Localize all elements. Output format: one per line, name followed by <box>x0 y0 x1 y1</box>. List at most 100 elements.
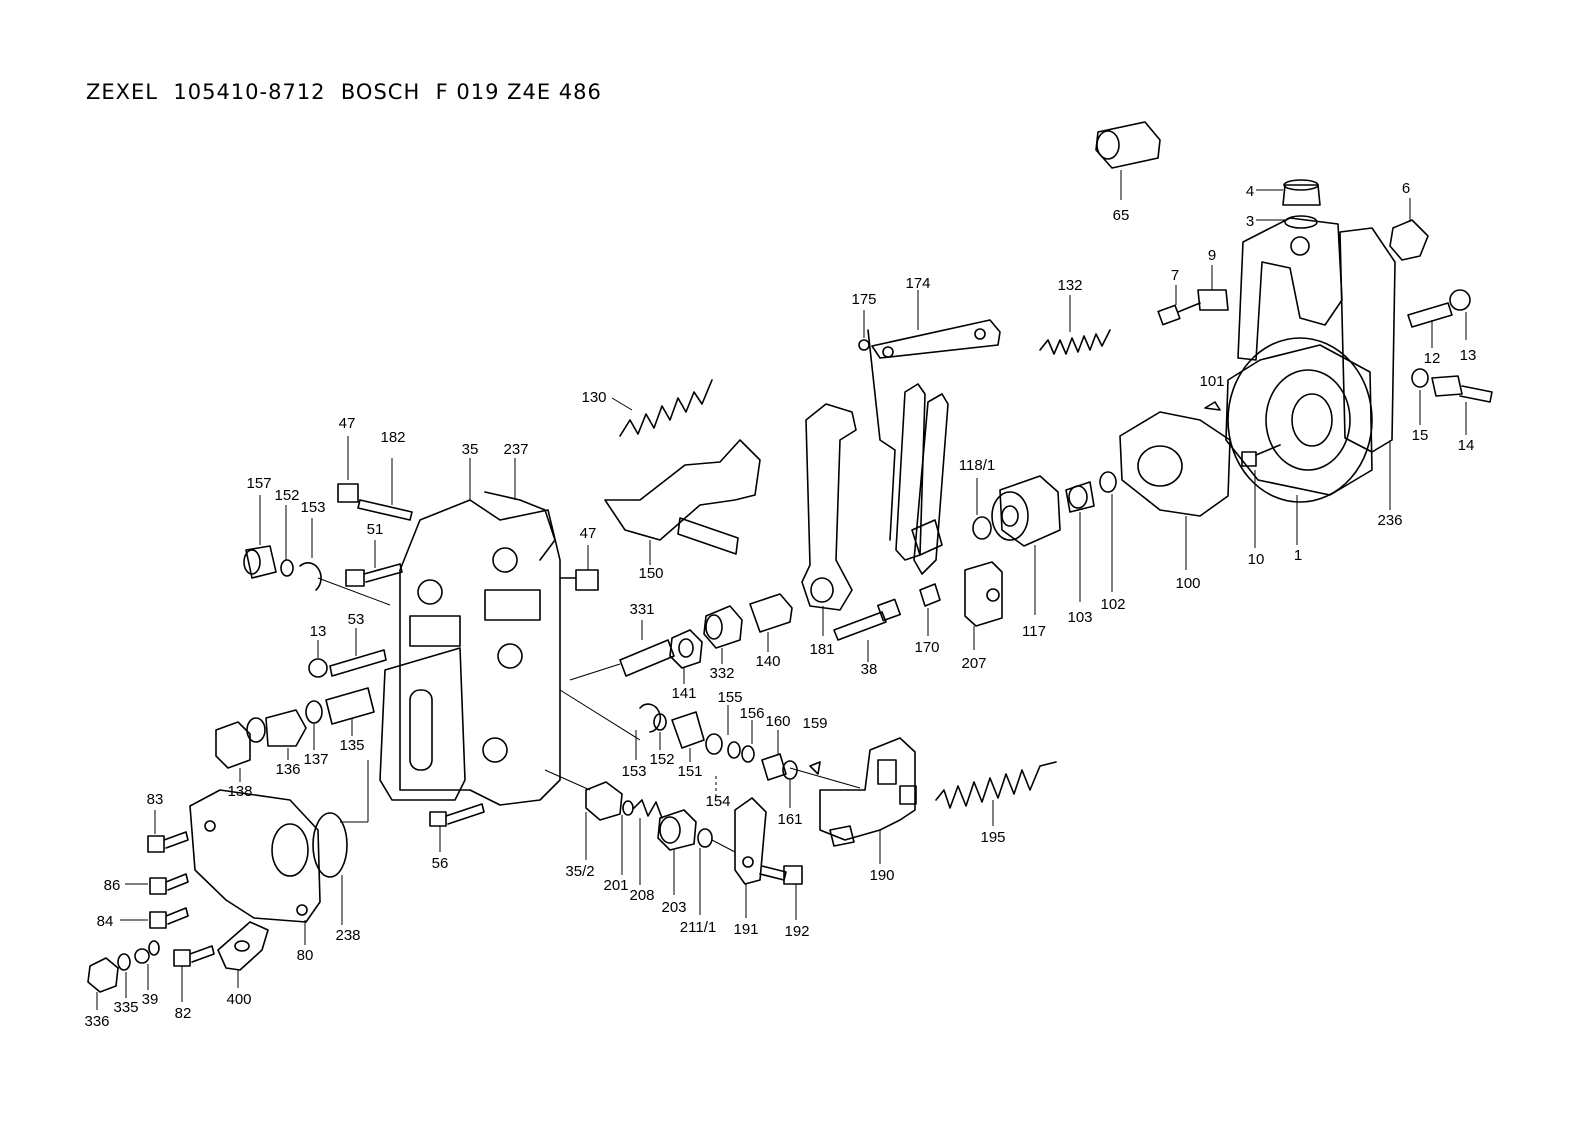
part-53-screw <box>329 628 387 677</box>
part-101-key <box>1204 401 1221 411</box>
callout-332: 332 <box>709 665 734 682</box>
part-331-adjust-screw <box>569 620 675 681</box>
part-159-pin <box>809 761 821 775</box>
callout-80: 80 <box>297 947 314 964</box>
part-153-clip-b <box>635 703 662 760</box>
part-7-bolt <box>1157 285 1201 326</box>
callout-207: 207 <box>961 655 986 672</box>
callout-39: 39 <box>142 991 159 1008</box>
callout-103: 103 <box>1067 609 1092 626</box>
part-80-end-cover <box>189 789 321 945</box>
callout-155: 155 <box>717 689 742 706</box>
callout-137: 137 <box>303 751 328 768</box>
part-130-spring <box>611 379 713 437</box>
part-14-stud <box>1431 375 1493 435</box>
callout-13-a: 13 <box>1460 347 1477 364</box>
part-47-bolt-b <box>559 545 599 591</box>
part-191-lever-plate <box>734 797 767 918</box>
callout-190: 190 <box>869 867 894 884</box>
part-152-ring-b <box>653 713 667 750</box>
callout-157: 157 <box>246 475 271 492</box>
part-238-o-ring <box>312 812 348 925</box>
callout-237: 237 <box>503 441 528 458</box>
part-160-spacer <box>761 730 787 781</box>
callout-83: 83 <box>147 791 164 808</box>
part-181-lever <box>801 329 896 636</box>
part-1-governor-housing <box>1225 217 1396 545</box>
part-207-block <box>964 561 1003 650</box>
part-400-bracket <box>217 921 269 988</box>
callout-153-b: 153 <box>621 763 646 780</box>
callout-160: 160 <box>765 713 790 730</box>
part-15-washer <box>1411 368 1429 425</box>
part-332-nut <box>703 605 743 664</box>
part-35-2-fitting <box>585 781 623 860</box>
part-4-plug <box>1256 179 1321 229</box>
callout-84: 84 <box>97 913 114 930</box>
part-203-valve <box>657 809 697 895</box>
callout-331: 331 <box>629 601 654 618</box>
callout-191: 191 <box>733 921 758 938</box>
callout-195: 195 <box>980 829 1005 846</box>
part-151-sleeve <box>671 711 705 762</box>
part-156-washer <box>727 720 755 763</box>
callout-135: 135 <box>339 737 364 754</box>
part-13-nut-a <box>1449 289 1471 340</box>
callout-138: 138 <box>227 783 252 800</box>
part-136-nut <box>246 709 307 760</box>
callout-181: 181 <box>809 641 834 658</box>
part-47-bolt-a <box>337 436 359 503</box>
part-138-cap-nut <box>215 721 251 782</box>
callout-13-b: 13 <box>310 623 327 640</box>
callout-335: 335 <box>113 999 138 1016</box>
callout-130: 130 <box>581 389 606 406</box>
part-51-bolt <box>345 540 403 587</box>
callout-117: 117 <box>1022 623 1046 640</box>
part-10-bolt <box>1241 444 1281 548</box>
part-170-lever <box>895 383 949 636</box>
part-117-sleeve <box>991 475 1061 615</box>
part-38-bolt <box>833 598 901 662</box>
callout-140: 140 <box>755 653 780 670</box>
part-192-bolt <box>759 865 803 920</box>
part-182-pin <box>357 458 413 521</box>
part-86-bolt <box>125 873 189 895</box>
part-56-bolt <box>429 803 485 852</box>
part-157-cap <box>243 495 277 579</box>
callout-86: 86 <box>104 877 121 894</box>
callout-82: 82 <box>175 1005 192 1022</box>
callout-236: 236 <box>1377 512 1402 529</box>
callout-65: 65 <box>1113 207 1130 224</box>
part-137-washer <box>305 700 323 750</box>
part-9-plate <box>1197 265 1229 311</box>
part-174-link <box>871 290 1001 359</box>
callout-238: 238 <box>335 927 360 944</box>
callout-192: 192 <box>784 923 809 940</box>
callout-174: 174 <box>905 275 930 292</box>
callout-47-a: 47 <box>339 415 356 432</box>
callout-102: 102 <box>1100 596 1125 613</box>
callout-9: 9 <box>1208 247 1216 264</box>
leader-assembly <box>559 689 641 741</box>
part-211-1-washer <box>697 828 736 915</box>
part-39-nut <box>134 940 160 990</box>
callout-203: 203 <box>661 899 686 916</box>
callout-161: 161 <box>777 811 802 828</box>
callout-38: 38 <box>861 661 878 678</box>
part-82-bolt <box>173 945 215 1002</box>
part-cover-inner-plate <box>340 647 466 823</box>
part-208-spring <box>633 799 663 885</box>
callout-153-a: 153 <box>300 499 325 516</box>
part-140-spring-seat <box>749 593 793 652</box>
part-135-screw <box>325 687 375 736</box>
callout-10: 10 <box>1248 551 1265 568</box>
callout-51: 51 <box>367 521 384 538</box>
callout-35: 35 <box>462 441 479 458</box>
callout-12: 12 <box>1424 350 1441 367</box>
callout-132: 132 <box>1057 277 1082 294</box>
callout-labels: 65 4 3 6 7 9 12 13 101 15 14 236 10 1 10… <box>84 180 1476 1030</box>
part-103-bushing <box>1065 481 1095 602</box>
part-141-nut <box>669 629 703 684</box>
callout-47-b: 47 <box>580 525 597 542</box>
callout-159: 159 <box>802 715 827 732</box>
